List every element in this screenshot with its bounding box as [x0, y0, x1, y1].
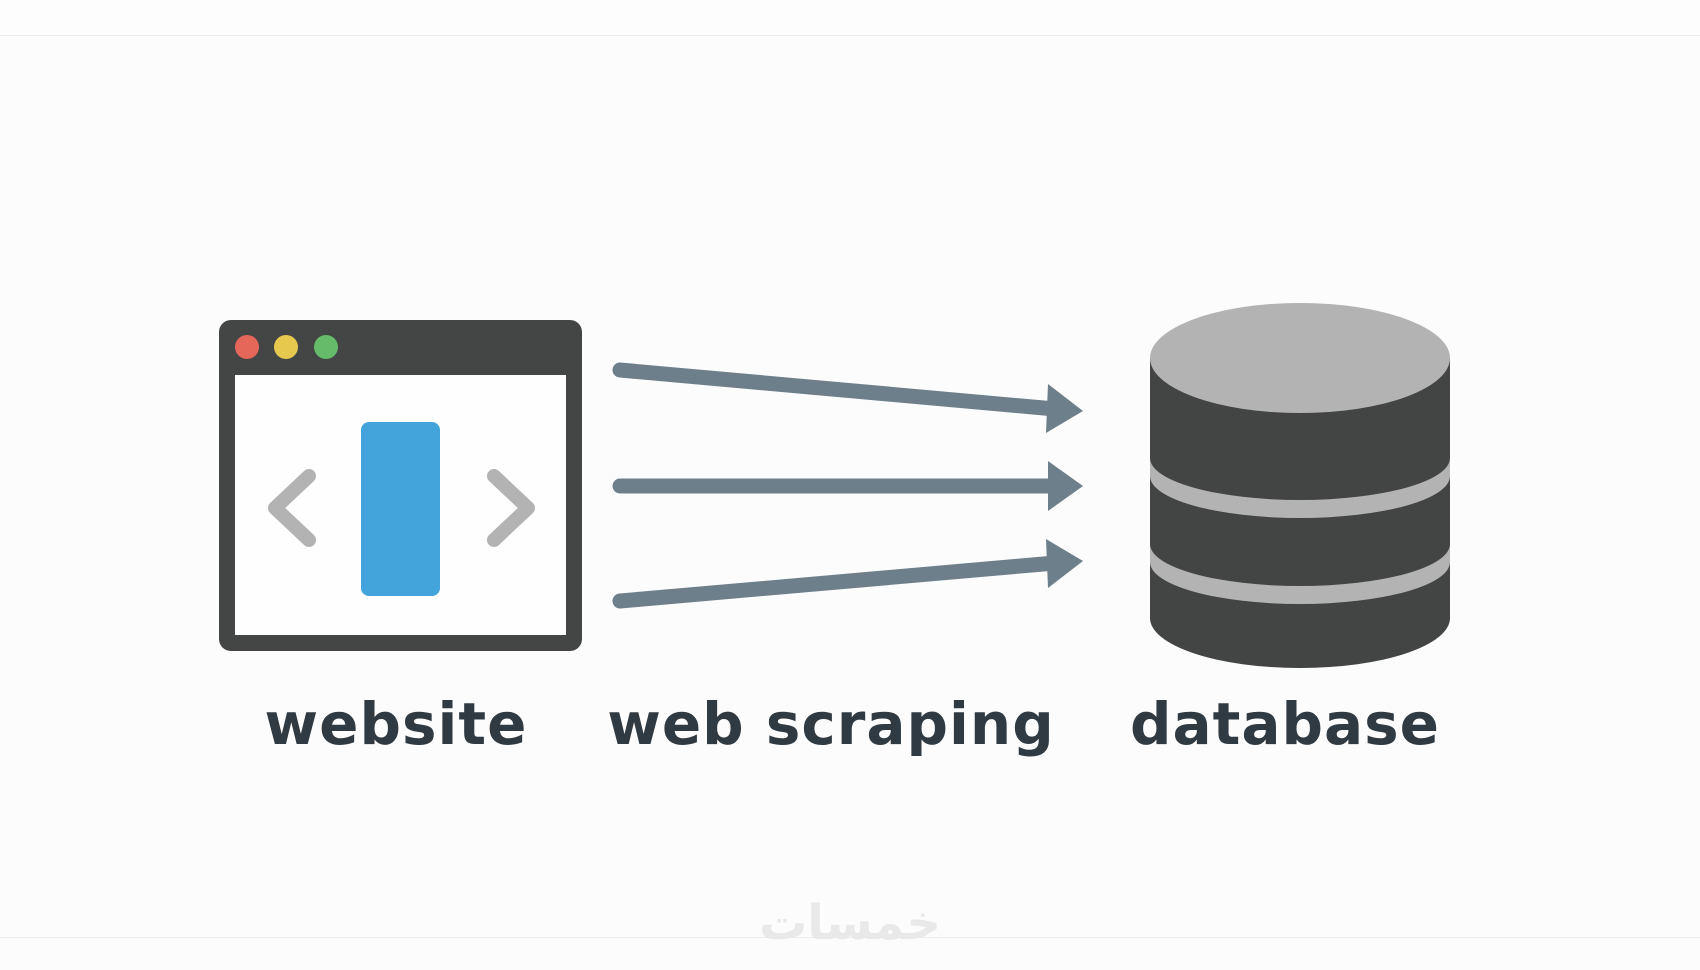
bottom-divider — [0, 937, 1700, 938]
arrow-middle-icon — [612, 461, 1083, 511]
web-scraping-arrows — [612, 362, 1083, 609]
window-close-dot-icon — [235, 335, 259, 359]
chevron-right-icon — [487, 469, 535, 547]
web-scraping-label: web scraping — [607, 690, 1055, 758]
window-minimize-dot-icon — [274, 335, 298, 359]
database-ring-2 — [1150, 544, 1450, 604]
arrow-top-icon — [612, 362, 1083, 433]
browser-window-icon — [219, 320, 582, 651]
window-maximize-dot-icon — [314, 335, 338, 359]
arrow-bottom-icon — [612, 539, 1083, 609]
database-top — [1150, 303, 1450, 413]
database-icon — [1150, 303, 1450, 668]
watermark-logo: خمسات — [759, 895, 941, 951]
database-label: database — [1129, 690, 1441, 758]
database-ring-1 — [1150, 458, 1450, 518]
website-label: website — [264, 690, 528, 758]
carousel-slide — [361, 422, 440, 596]
top-divider — [0, 0, 1700, 36]
chevron-left-icon — [268, 469, 316, 547]
